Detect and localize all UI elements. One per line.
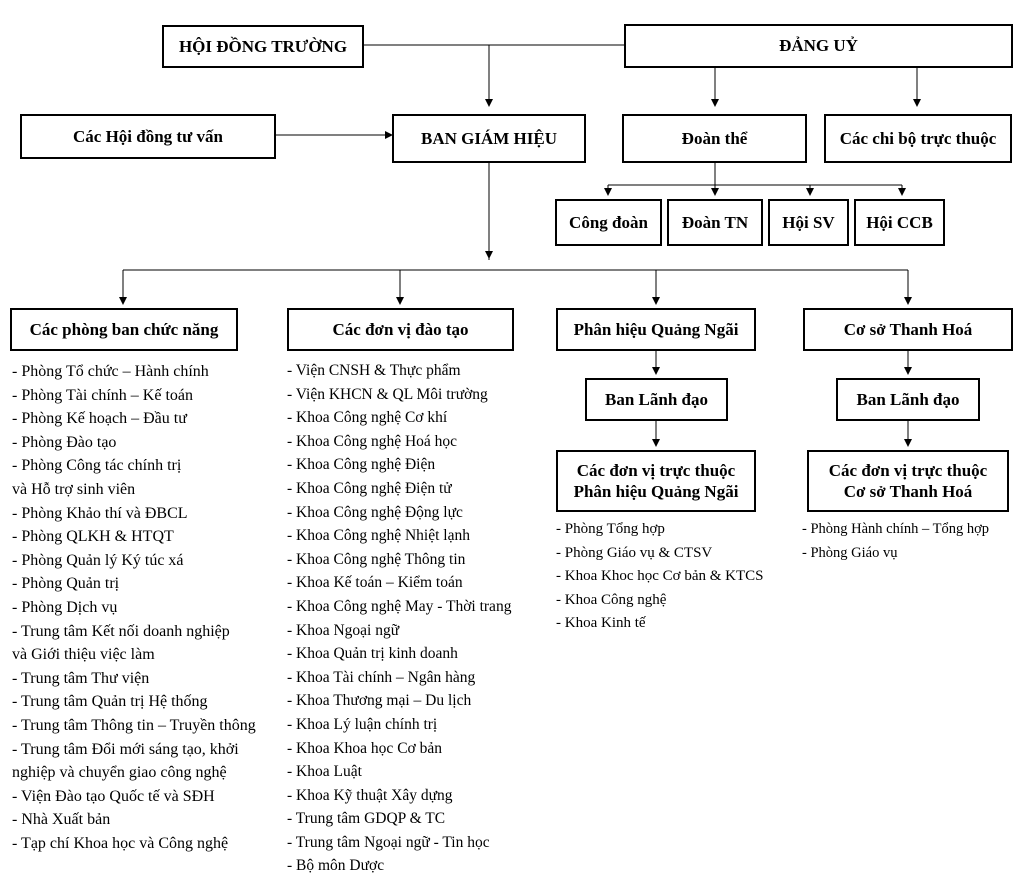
list-item: - Phòng Khảo thí và ĐBCL bbox=[12, 504, 188, 522]
list-item: - Phòng Dịch vụ bbox=[12, 598, 118, 616]
list-item: - Phòng Tổng hợp bbox=[556, 521, 665, 537]
hoi-dong-tu-van-box: Các Hội đồng tư vấn bbox=[20, 114, 276, 159]
list-item: - Khoa Công nghệ Điện tử bbox=[287, 479, 452, 497]
thanh-hoa-box: Cơ sở Thanh Hoá bbox=[803, 308, 1013, 351]
list-item: - Phòng Giáo vụ & CTSV bbox=[556, 544, 713, 561]
hoi-ccb-box: Hội CCB bbox=[854, 199, 945, 246]
list-item: - Khoa Kỹ thuật Xây dựng bbox=[287, 786, 453, 804]
list-item: nghiệp và chuyển giao công nghệ bbox=[12, 764, 227, 782]
thanh-hoa-units-box: Các đơn vị trực thuộc Cơ sở Thanh Hoá bbox=[807, 450, 1009, 512]
list-item: - Trung tâm Thư viện bbox=[12, 669, 150, 687]
doan-tn-label: Đoàn TN bbox=[681, 212, 749, 232]
list-item: - Khoa Lý luận chính trị bbox=[287, 715, 438, 733]
doan-the-box: Đoàn thể bbox=[622, 114, 807, 163]
list-item: - Phòng Tổ chức – Hành chính bbox=[12, 363, 209, 380]
list-item: - Trung tâm Thông tin – Truyền thông bbox=[12, 716, 256, 734]
phong-ban-title: Các phòng ban chức năng bbox=[29, 319, 219, 339]
hoi-dong-tu-van-label: Các Hội đồng tư vấn bbox=[73, 126, 223, 146]
list-item: - Phòng Tài chính – Kế toán bbox=[12, 386, 194, 404]
thanh-hoa-units-line1: Các đơn vị trực thuộc bbox=[828, 460, 988, 480]
list-item: - Khoa Kinh tế bbox=[556, 615, 646, 632]
phong-ban-box: Các phòng ban chức năng bbox=[10, 308, 238, 351]
cong-doan-label: Công đoàn bbox=[569, 212, 648, 232]
list-item: - Khoa Công nghệ bbox=[556, 591, 667, 608]
list-item: - Trung tâm Ngoại ngữ - Tin học bbox=[287, 833, 490, 851]
list-item: - Viện Đào tạo Quốc tế và SĐH bbox=[12, 787, 215, 805]
list-item: - Khoa Công nghệ Động lực bbox=[287, 503, 463, 521]
list-item: và Giới thiệu việc làm bbox=[12, 646, 155, 664]
thanh-hoa-list: - Phòng Hành chính – Tổng hợp - Phòng Giá… bbox=[802, 518, 1017, 565]
list-item: - Trung tâm GDQP & TC bbox=[287, 810, 446, 828]
quang-ngai-title: Phân hiệu Quảng Ngãi bbox=[573, 319, 739, 339]
list-item: - Phòng Quản lý Ký túc xá bbox=[12, 551, 184, 569]
hoi-dong-truong-label: HỘI ĐỒNG TRƯỜNG bbox=[178, 36, 348, 56]
hoi-dong-truong-box: HỘI ĐỒNG TRƯỜNG bbox=[162, 25, 364, 68]
list-item: - Viện KHCN & QL Môi trường bbox=[287, 385, 488, 403]
dao-tao-box: Các đơn vị đào tạo bbox=[287, 308, 514, 351]
dao-tao-list: - Viện CNSH & Thực phẩm - Viện KHCN & QL … bbox=[287, 359, 547, 878]
thanh-hoa-leadership-label: Ban Lãnh đạo bbox=[856, 389, 960, 409]
list-item: - Khoa Tài chính – Ngân hàng bbox=[287, 668, 476, 686]
list-item: - Khoa Công nghệ Nhiệt lạnh bbox=[287, 527, 470, 545]
quang-ngai-leadership-box: Ban Lãnh đạo bbox=[585, 378, 728, 421]
list-item: - Phòng Kế hoạch – Đầu tư bbox=[12, 410, 187, 428]
thanh-hoa-title: Cơ sở Thanh Hoá bbox=[843, 319, 973, 339]
dang-uy-label: ĐẢNG UỶ bbox=[779, 36, 858, 56]
list-item: - Trung tâm Quản trị Hệ thống bbox=[12, 693, 208, 711]
list-item: - Khoa Công nghệ Cơ khí bbox=[287, 409, 448, 427]
list-item: - Khoa Thương mại – Du lịch bbox=[287, 692, 472, 710]
chi-bo-box: Các chi bộ trực thuộc bbox=[824, 114, 1012, 163]
list-item: - Phòng Đào tạo bbox=[12, 433, 117, 451]
quang-ngai-units-box: Các đơn vị trực thuộc Phân hiệu Quảng Ng… bbox=[556, 450, 756, 512]
thanh-hoa-leadership-box: Ban Lãnh đạo bbox=[836, 378, 980, 421]
quang-ngai-list: - Phòng Tổng hợp - Phòng Giáo vụ & CTSV - … bbox=[556, 518, 796, 636]
list-item: - Trung tâm Kết nối doanh nghiệp bbox=[12, 622, 230, 640]
list-item: - Khoa Khoa học Cơ bản bbox=[287, 739, 442, 757]
list-item: - Bộ môn Dược bbox=[287, 857, 385, 875]
list-item: - Phòng Quản trị bbox=[12, 575, 120, 593]
list-item: - Khoa Công nghệ Điện bbox=[287, 456, 436, 474]
list-item: - Khoa Công nghệ May - Thời trang bbox=[287, 597, 512, 615]
ban-giam-hieu-box: BAN GIÁM HIỆU bbox=[392, 114, 586, 163]
list-item: và Hỗ trợ sinh viên bbox=[12, 480, 136, 498]
list-item: - Khoa Kế toán – Kiểm toán bbox=[287, 574, 463, 592]
hoi-sv-label: Hội SV bbox=[782, 212, 835, 232]
quang-ngai-box: Phân hiệu Quảng Ngãi bbox=[556, 308, 756, 351]
list-item: - Phòng QLKH & HTQT bbox=[12, 528, 174, 546]
thanh-hoa-units-line2: Cơ sở Thanh Hoá bbox=[843, 482, 973, 501]
list-item: - Nhà Xuất bản bbox=[12, 811, 111, 829]
list-item: - Phòng Hành chính – Tổng hợp bbox=[802, 521, 990, 537]
phong-ban-list: - Phòng Tổ chức – Hành chính - Phòng Tài … bbox=[12, 360, 274, 855]
doan-the-label: Đoàn thể bbox=[681, 128, 748, 148]
list-item: - Viện CNSH & Thực phẩm bbox=[287, 362, 461, 379]
doan-tn-box: Đoàn TN bbox=[667, 199, 763, 246]
list-item: - Khoa Công nghệ Hoá học bbox=[287, 432, 458, 450]
hoi-sv-box: Hội SV bbox=[768, 199, 849, 246]
chi-bo-label: Các chi bộ trực thuộc bbox=[839, 128, 997, 148]
list-item: - Khoa Khoc học Cơ bản & KTCS bbox=[556, 568, 764, 585]
dao-tao-title: Các đơn vị đào tạo bbox=[332, 319, 469, 339]
list-item: - Khoa Công nghệ Thông tin bbox=[287, 550, 466, 568]
cong-doan-box: Công đoàn bbox=[555, 199, 662, 246]
hoi-ccb-label: Hội CCB bbox=[866, 212, 933, 232]
list-item: - Khoa Quản trị kinh doanh bbox=[287, 645, 458, 663]
ban-giam-hieu-label: BAN GIÁM HIỆU bbox=[420, 128, 557, 148]
list-item: - Phòng Giáo vụ bbox=[802, 544, 898, 561]
quang-ngai-units-line2: Phân hiệu Quảng Ngãi bbox=[573, 482, 739, 501]
list-item: - Trung tâm Đổi mới sáng tạo, khởi bbox=[12, 740, 239, 758]
list-item: - Khoa Luật bbox=[287, 763, 362, 781]
quang-ngai-leadership-label: Ban Lãnh đạo bbox=[605, 389, 708, 409]
connector-doanthe-bus bbox=[608, 163, 902, 186]
list-item: - Tạp chí Khoa học và Công nghệ bbox=[12, 834, 229, 852]
dang-uy-box: ĐẢNG UỶ bbox=[624, 24, 1013, 68]
list-item: - Phòng Công tác chính trị bbox=[12, 457, 182, 475]
quang-ngai-units-line1: Các đơn vị trực thuộc bbox=[576, 460, 736, 480]
list-item: - Khoa Ngoại ngữ bbox=[287, 621, 400, 639]
